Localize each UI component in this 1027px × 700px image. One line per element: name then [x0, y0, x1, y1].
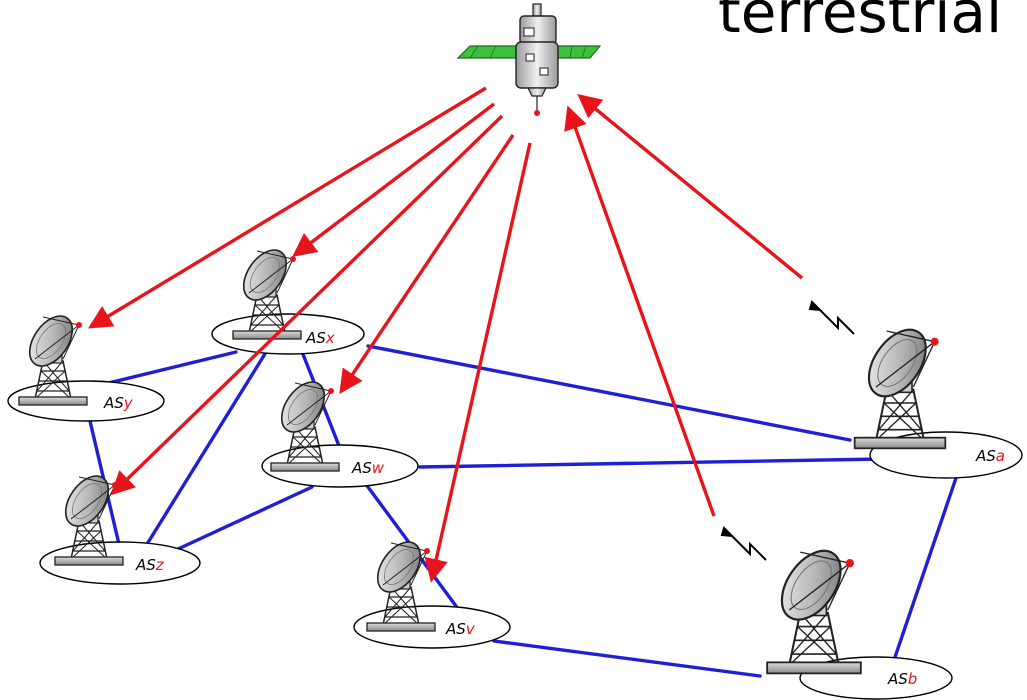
satellite-dish-icon: [853, 318, 947, 450]
satellite-dish-icon: [765, 538, 863, 675]
as-label-a: ASa: [975, 447, 1005, 465]
lightning-icon: [720, 526, 767, 561]
as-label-w: ASw: [351, 459, 385, 477]
downlink-z: [110, 114, 504, 496]
downlink-y: [87, 86, 487, 329]
downlink-x: [292, 102, 496, 257]
uplink-b: [564, 105, 716, 517]
as-label-x: ASx: [305, 329, 335, 347]
as-label-y: ASy: [103, 394, 134, 412]
uplink-a: [577, 93, 804, 280]
link-x-a: [366, 344, 852, 442]
link-x-z: [142, 347, 270, 551]
lightning-icon: [808, 300, 855, 335]
link-y-x: [90, 350, 238, 389]
as-label-v: ASv: [445, 620, 476, 638]
link-w-z: [176, 485, 314, 551]
satellite-icon[interactable]: [456, 3, 602, 116]
link-w-a: [418, 457, 884, 469]
link-v-b: [492, 639, 762, 678]
downlink-w: [339, 134, 515, 394]
title-fragment: terrestrial: [718, 0, 1002, 46]
satellite-links: [87, 86, 804, 583]
as-label-b: ASb: [887, 670, 917, 688]
terrestrial-links: [88, 342, 958, 678]
link-a-b: [892, 476, 958, 662]
as-node-w[interactable]: [261, 444, 419, 488]
as-label-z: ASz: [135, 556, 165, 574]
downlink-v: [424, 142, 532, 583]
